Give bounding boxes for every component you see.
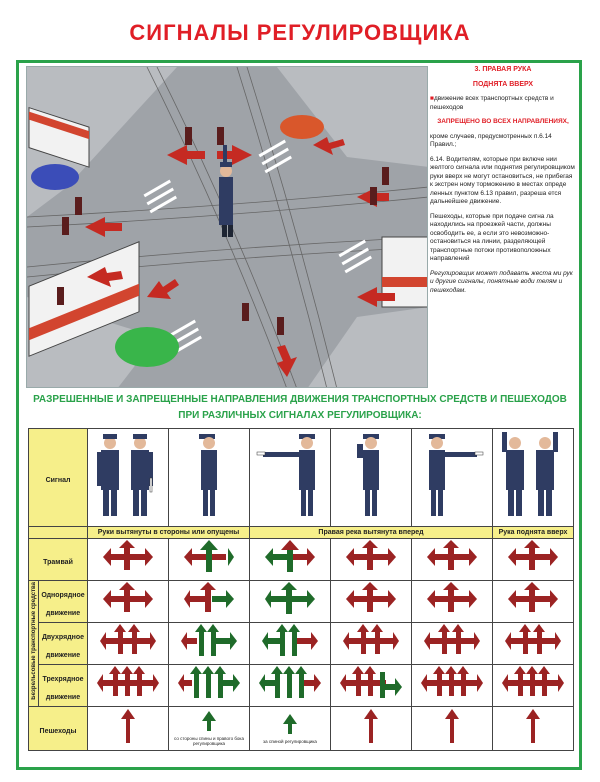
one-lane-green-icon bbox=[265, 582, 315, 614]
tram-red-arrows-icon bbox=[103, 540, 153, 570]
tram-red-arrows-icon bbox=[508, 540, 558, 570]
officer-side-icon bbox=[199, 434, 217, 516]
three-lane-red-icon bbox=[421, 666, 483, 696]
poster-title: СИГНАЛЫ РЕГУЛИРОВЩИКА bbox=[129, 20, 471, 45]
officer-arm-side-icon bbox=[429, 434, 484, 516]
row-label-tram: Трамвай bbox=[43, 558, 73, 566]
three-lane-red-icon bbox=[502, 666, 564, 696]
row-label-three-lane: Трехрядное движение bbox=[42, 675, 84, 701]
forbidden-text: ЗАПРЕЩЕНО ВО ВСЕХ НАПРАВЛЕНИЯХ, bbox=[437, 118, 569, 125]
three-lane-red-icon bbox=[97, 666, 159, 696]
intersection-illustration bbox=[26, 66, 428, 388]
one-lane-red-icon bbox=[346, 582, 396, 612]
one-lane-red-icon bbox=[103, 582, 153, 612]
pedestrian-red-arrow-icon bbox=[364, 709, 378, 743]
signal-description: 3. ПРАВАЯ РУКА ПОДНЯТА ВВЕРХ ■движение в… bbox=[430, 66, 575, 294]
officer-figure-5 bbox=[411, 428, 493, 527]
tram-red-arrows-icon bbox=[346, 540, 396, 570]
officer-figure-2 bbox=[168, 428, 250, 527]
pedestrian-red-arrow-icon bbox=[121, 709, 135, 743]
two-lane-red-icon bbox=[424, 624, 480, 654]
officer-figure-6 bbox=[492, 428, 574, 527]
two-lane-green-left-icon bbox=[262, 624, 318, 656]
one-lane-green-right-icon bbox=[184, 582, 234, 612]
tram-mixed-arrows-icon bbox=[184, 540, 234, 572]
tram-red-arrows-icon bbox=[427, 540, 477, 570]
two-lane-red-icon bbox=[100, 624, 156, 654]
table-subtitle-1: РАЗРЕШЕННЫЕ И ЗАПРЕЩЕННЫЕ НАПРАВЛЕНИЯ ДВ… bbox=[33, 394, 567, 405]
description-p3: 6.14. Водителям, которые при включе нии … bbox=[430, 155, 575, 206]
officer-figure-3 bbox=[249, 428, 331, 527]
description-heading-2: ПОДНЯТА ВВЕРХ bbox=[472, 80, 534, 88]
intersection-scene bbox=[27, 67, 427, 387]
group-label-trackless: Безрельсовые транспортные средства bbox=[30, 582, 37, 700]
three-lane-mixed-icon bbox=[340, 666, 402, 698]
table-subtitle-2: ПРИ РАЗЛИЧНЫХ СИГНАЛАХ РЕГУЛИРОВЩИКА: bbox=[178, 410, 422, 421]
officer-figure-4 bbox=[330, 428, 412, 527]
pedestrian-green-arrow-icon bbox=[202, 711, 216, 731]
officer-arms-down-icon bbox=[97, 434, 153, 516]
signal-label: Сигнал bbox=[45, 476, 71, 484]
three-lane-green-icon bbox=[178, 666, 240, 698]
note-behind: за спиной регулировщика bbox=[263, 738, 317, 744]
pedestrian-red-arrow-icon bbox=[526, 709, 540, 743]
one-lane-red-icon bbox=[508, 582, 558, 612]
header-arm-raised: Рука поднята вверх bbox=[498, 529, 568, 536]
officer-arm-raised-icon bbox=[502, 432, 558, 516]
two-lane-red-icon bbox=[505, 624, 561, 654]
poster-frame bbox=[16, 60, 582, 770]
one-lane-red-icon bbox=[427, 582, 477, 612]
note-back-right: со стороны спины и правого бока регулиро… bbox=[174, 736, 244, 746]
row-label-two-lane: Двухрядное движение bbox=[41, 633, 85, 659]
two-lane-green-icon bbox=[181, 624, 237, 656]
row-label-pedestrians: Пешеходы bbox=[39, 727, 77, 735]
description-p1: движение всех транспортных средств и пеш… bbox=[430, 95, 554, 111]
description-p4: Пешеходы, которые при подаче сигна ла на… bbox=[430, 212, 554, 263]
signals-table: Сигнал bbox=[28, 428, 574, 751]
pedestrian-red-arrow-icon bbox=[445, 709, 459, 743]
description-p5: Регулировщик может подавать жеста ми рук… bbox=[430, 269, 573, 294]
officer-arm-forward-icon bbox=[256, 434, 315, 516]
header-arm-forward: Правая река вытянута вперед bbox=[318, 529, 424, 536]
tram-green-left-icon bbox=[265, 540, 315, 572]
officer-front-arm-icon bbox=[357, 434, 379, 516]
two-lane-red-icon bbox=[343, 624, 399, 654]
description-p2: кроме случаев, предусмотренных п.6.14 Пр… bbox=[430, 132, 552, 149]
three-lane-green-left-icon bbox=[259, 666, 321, 698]
row-label-one-lane: Однорядное движение bbox=[41, 591, 85, 617]
pedestrian-green-arrow-icon bbox=[283, 713, 297, 734]
header-arms-sides: Руки вытянуты в стороны или опущены bbox=[97, 529, 240, 536]
description-heading-1: 3. ПРАВАЯ РУКА bbox=[474, 66, 532, 73]
officer-figure-1 bbox=[87, 428, 169, 527]
